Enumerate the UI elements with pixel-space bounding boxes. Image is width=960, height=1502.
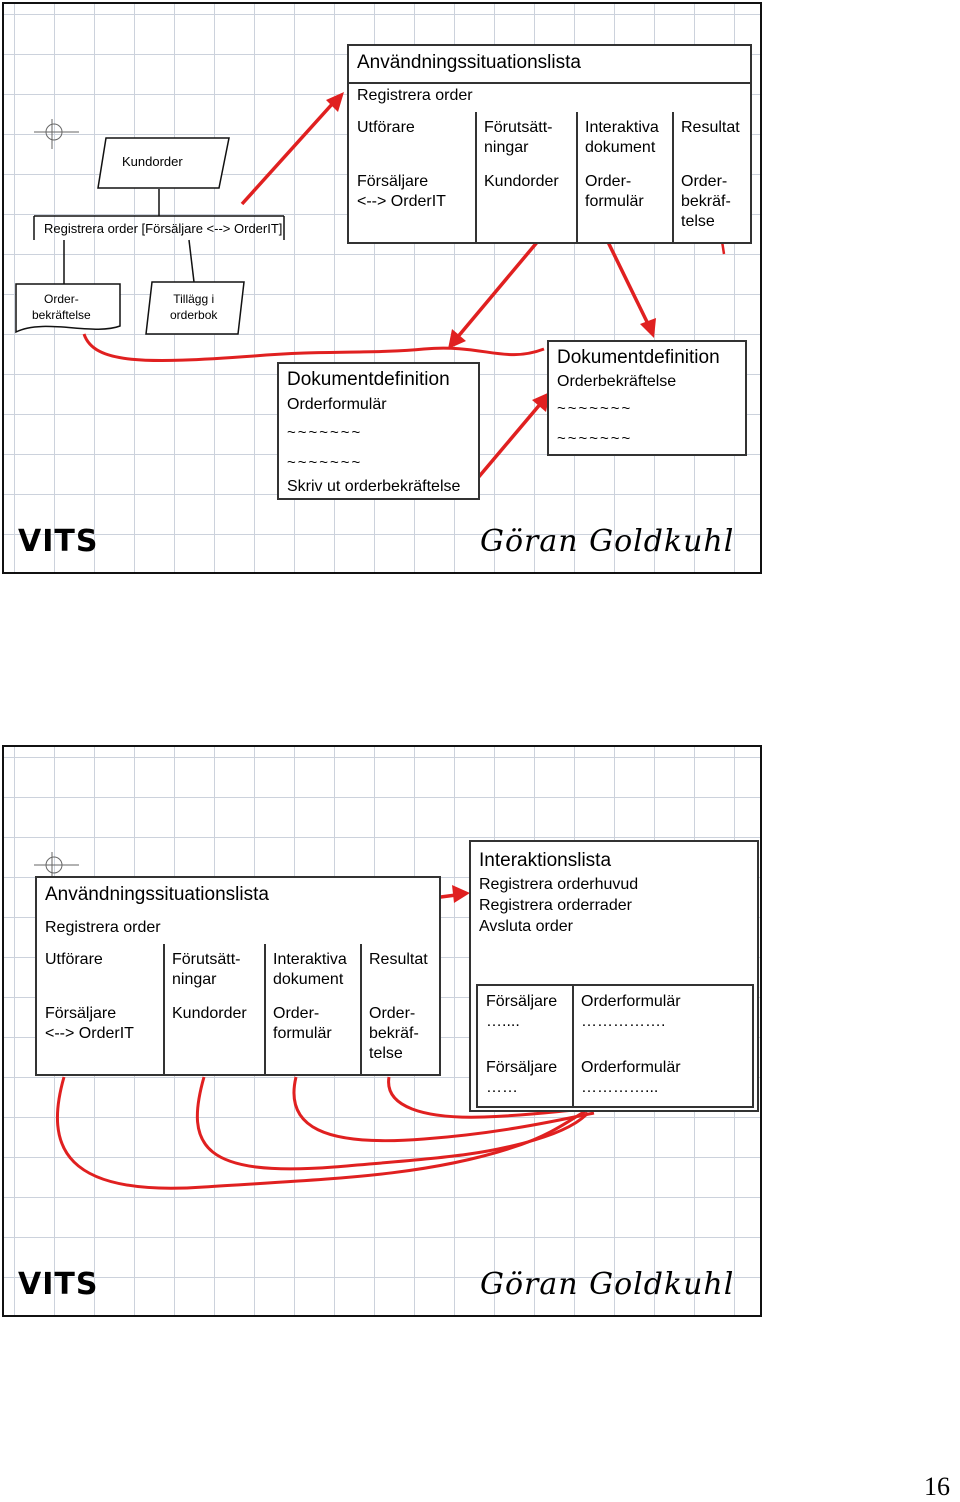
table-divider [349,82,750,84]
header-forutsattningar: Förutsätt- ningar [484,119,553,156]
docdef-orderbekraftelse-line1: ~~~~~~~ [557,400,633,417]
author-name: Göran Goldkuhl [480,524,735,559]
docdef-orderformular-subtitle: Orderformulär [287,396,387,413]
docdef-orderformular-action: Skriv ut orderbekräftelse [287,478,461,495]
column-divider [360,944,362,1074]
cell-resultat: Order- bekräf- telse [681,173,731,230]
interaction-actor: Försäljare ….... [486,993,558,1030]
docdef-orderformular: Dokumentdefinition Orderformulär ~~~~~~~… [277,362,480,500]
header-utforare: Utförare [45,951,103,968]
column-divider [576,112,578,242]
interaction-list: Interaktionslista Registrera orderhuvud … [469,840,759,1112]
docdef-orderformular-line1: ~~~~~~~ [287,424,363,441]
vits-logo: VITS [18,1267,99,1302]
interaction-list-title: Interaktionslista [479,850,612,871]
tillagg-document-label: Tillägg i orderbok [170,292,218,322]
table-title: Användningssituationslista [357,52,581,73]
page-number: 16 [924,1472,950,1501]
table-subtitle: Registrera order [45,919,161,936]
column-divider [264,944,266,1074]
header-resultat: Resultat [681,119,740,136]
interaction-item: Registrera orderrader [479,897,632,914]
docdef-orderbekraftelse: Dokumentdefinition Orderbekräftelse ~~~~… [547,340,747,456]
docdef-orderbekraftelse-subtitle: Orderbekräftelse [557,373,677,390]
kundorder-data-shape [97,137,230,189]
table-subtitle: Registrera order [357,87,473,104]
interaction-table: Försäljare ….... Orderformulär ……………. Fö… [476,984,754,1108]
column-divider [475,112,477,242]
cell-forutsattningar: Kundorder [172,1005,247,1022]
docdef-orderformular-line2: ~~~~~~~ [287,454,363,471]
header-forutsattningar: Förutsätt- ningar [172,951,241,988]
usage-situation-table: Användningssituationslista Registrera or… [347,44,752,244]
interaction-actor: Försäljare …… [486,1059,558,1096]
interaction-document: Orderformulär …………... [581,1059,681,1096]
cell-interaktiva-dokument: Order- formulär [585,173,644,210]
header-interaktiva-dokument: Interaktiva dokument [585,119,659,156]
kundorder-label: Kundorder [122,154,183,169]
interaction-item: Registrera orderhuvud [479,876,639,893]
slide-1: Kundorder Registrera order [Försäljare <… [2,2,762,574]
orderbekraftelse-document-shape [15,283,121,334]
process-label: Registrera order [Försäljare <--> OrderI… [44,221,283,236]
header-interaktiva-dokument: Interaktiva dokument [273,951,347,988]
header-resultat: Resultat [369,951,428,968]
slide-2: Användningssituationslista Registrera or… [2,745,762,1317]
header-utforare: Utförare [357,119,415,136]
column-divider [672,112,674,242]
docdef-orderformular-title: Dokumentdefinition [287,369,450,390]
author-name: Göran Goldkuhl [480,1267,735,1302]
column-divider [572,986,574,1106]
cell-utforare: Försäljare <--> OrderIT [357,173,446,210]
cell-forutsattningar: Kundorder [484,173,559,190]
column-divider [163,944,165,1074]
docdef-orderbekraftelse-title: Dokumentdefinition [557,347,720,368]
interaction-document: Orderformulär ……………. [581,993,681,1030]
cell-interaktiva-dokument: Order- formulär [273,1005,332,1042]
docdef-orderbekraftelse-line2: ~~~~~~~ [557,430,633,447]
cell-utforare: Försäljare <--> OrderIT [45,1005,134,1042]
tillagg-document-shape [145,281,245,335]
orderbekraftelse-document-label: Order- bekräftelse [32,292,91,322]
table-title: Användningssituationslista [45,884,269,905]
usage-situation-table-2: Användningssituationslista Registrera or… [35,876,441,1076]
vits-logo: VITS [18,524,99,559]
interaction-item: Avsluta order [479,918,573,935]
slide-1-diagram-lines [33,92,726,494]
cell-resultat: Order- bekräf- telse [369,1005,419,1062]
